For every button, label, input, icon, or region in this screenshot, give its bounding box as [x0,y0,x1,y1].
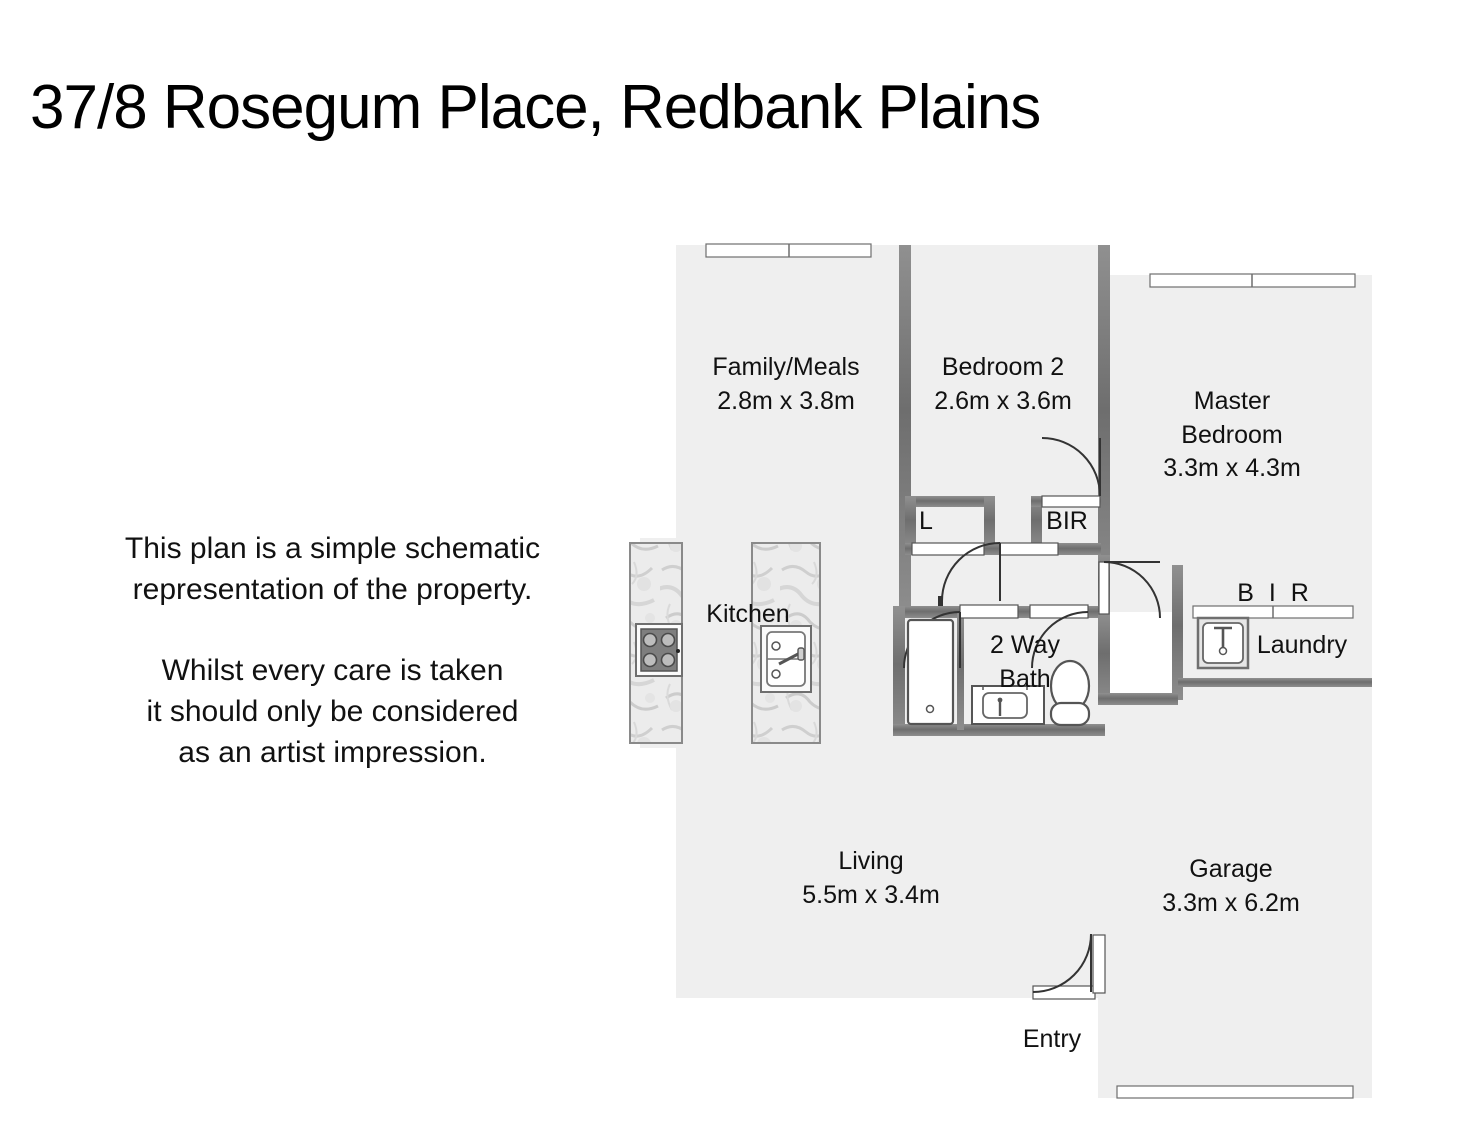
laundry-tub-icon [1196,616,1250,670]
openings [705,243,1356,1099]
disclaimer-line-4: it should only be considered [146,695,519,728]
label-family-meals-name: Family/Meals [712,353,859,381]
door-entry [1032,933,1106,1000]
label-family-meals-dims: 2.8m x 3.8m [717,387,855,415]
label-entry: Entry [1023,1025,1082,1053]
label-bir-master: B I R [1237,579,1313,607]
disclaimer-text: This plan is a simple schematic represen… [60,528,605,773]
door-bath-master [1098,561,1161,619]
label-bedroom-2-dims: 2.6m x 3.6m [934,387,1072,415]
garage-door [1116,1085,1354,1099]
kitchen-joinery [629,542,821,744]
disclaimer-line-5: as an artist impression. [178,736,487,769]
label-bedroom-2-name: Bedroom 2 [942,353,1064,381]
disclaimer-line-1: This plan is a simple schematic [124,532,541,565]
label-bath-line-2: Bath [999,665,1050,693]
label-garage-dims: 3.3m x 6.2m [1162,889,1300,917]
label-kitchen: Kitchen [706,600,789,628]
label-master-bedroom-name: Master [1194,387,1270,415]
label-bir-bedroom-2: BIR [1046,507,1088,535]
label-garage-name: Garage [1189,855,1272,883]
disclaimer-line-2: representation of the property. [132,573,533,606]
floor-areas [640,245,1372,1098]
cooktop-icon [635,623,683,677]
bath-fixtures [906,618,1091,727]
label-bath-line-1: 2 Way [990,631,1060,659]
disclaimer-line-3: Whilst every care is taken [161,654,504,687]
window-family-meals [705,243,872,258]
room-labels: Family/Meals 2.8m x 3.8m Bedroom 2 2.6m … [706,353,1347,1053]
door-bath-second [1029,604,1089,669]
window-master-bedroom [1149,273,1356,288]
vanity-basin-icon [971,685,1045,725]
label-linen: L [919,507,933,535]
label-master-bedroom-name2: Bedroom [1181,421,1282,449]
label-living-dims: 5.5m x 3.4m [802,881,940,909]
door-linen [911,542,985,556]
door-bedroom-2-bir [1041,437,1101,508]
window-master-bir [1192,605,1354,619]
door-bedroom-2 [938,542,1059,606]
toilet-icon [1049,659,1091,727]
label-living-name: Living [838,847,903,875]
door-hall-bath [903,604,1019,669]
label-laundry: Laundry [1257,631,1348,659]
bathtub-icon [906,618,955,726]
page-title: 37/8 Rosegum Place, Redbank Plains [30,73,1041,142]
label-master-bedroom-dims: 3.3m x 4.3m [1163,454,1301,482]
kitchen-sink-icon [760,625,812,693]
